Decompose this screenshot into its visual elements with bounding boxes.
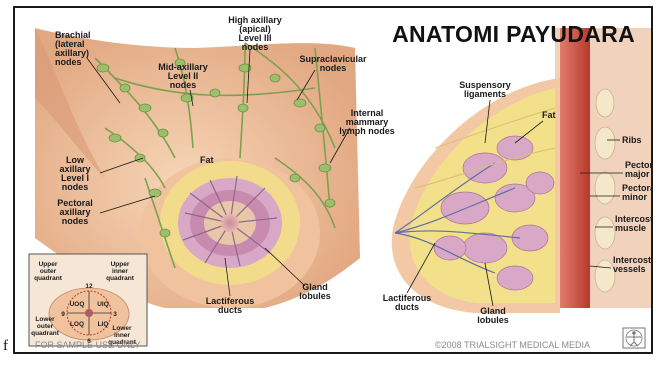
inset-loq: LOQ [70, 321, 84, 328]
vitruvian-logo-icon [623, 328, 645, 348]
inset-clock-3: 3 [113, 311, 117, 318]
footer-sample-notice: FOR SAMPLE USE ONLY [35, 340, 140, 350]
inset-clock-9: 9 [61, 311, 65, 318]
inset-nipple [85, 309, 93, 317]
label-intercostal-muscle: Intercostalmuscle [615, 214, 651, 233]
inset-clock-12: 12 [85, 283, 93, 290]
label-pectoralis-minor: Pectoralisminor [622, 183, 651, 202]
pectoralis-muscle [560, 28, 590, 308]
page-title: ANATOMI PAYUDARA [392, 21, 635, 47]
stray-character: f [3, 338, 8, 355]
inset-liq: LIQ [98, 321, 109, 328]
footer-copyright: ©2008 TRIALSIGHT MEDICAL MEDIA [435, 340, 590, 350]
label-pectoralis-major: Pectoralismajor [625, 160, 651, 179]
label-intercostal-vessels: Intercostalvessels [613, 255, 651, 274]
inset-uiq: UIQ [97, 301, 109, 308]
label-fat-front: Fat [200, 155, 214, 165]
inset-uoq: UOQ [70, 301, 85, 308]
nipple-front [221, 214, 239, 232]
label-ribs: Ribs [622, 135, 642, 145]
label-fat-side: Fat [542, 110, 556, 120]
